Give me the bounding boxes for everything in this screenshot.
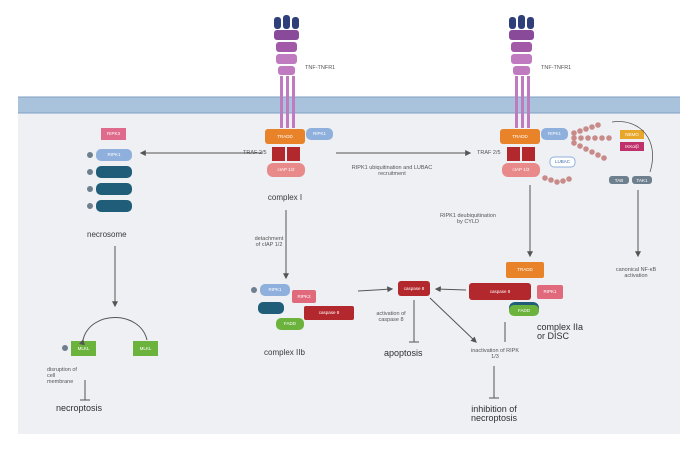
necroptosis-label: necroptosis (56, 403, 103, 413)
label-iia-fadd: FADD (517, 308, 530, 313)
receptor-left (274, 15, 299, 128)
label-ripk3-necrosome: RIPK3 (106, 131, 120, 136)
inhibition-label: inhibition of necroptosis (470, 404, 518, 424)
label-mlkl-right: MLKL (139, 346, 152, 351)
label-ripk1-right: RIPK1 (547, 131, 561, 136)
complex-iib (251, 284, 354, 330)
label-ripk1-left: RIPK1 (312, 131, 326, 136)
complex-i-right (500, 128, 652, 184)
necrosome-label: necrosome (87, 230, 127, 239)
detachment-label: detachment of cIAP 1/2 (254, 236, 284, 248)
disruption-label: disruption of cell membrane (47, 367, 77, 385)
label-iia-tradd: TRADD (517, 267, 533, 272)
traf-left-label: TRAF 2/5 (243, 150, 267, 156)
label-ikk: IKKα/β (625, 144, 639, 149)
traf-right-label: TRAF 2/5 (477, 150, 501, 156)
deubiquitination-label: RIPK1 deubiquitination by CYLD (440, 213, 496, 225)
mlkl-pair (62, 317, 158, 356)
complex-iia (469, 262, 563, 316)
label-ciap-left: cIAP 1/2 (277, 167, 295, 172)
label-iib-caspase: caspase 8 (318, 310, 340, 315)
caspase-activation-label: activation of caspase 8 (376, 311, 406, 323)
arrow-iia-to-caspase (434, 286, 467, 293)
label-nemo: NEMO (625, 132, 639, 137)
complex-iia-label: complex IIa or DISC (537, 322, 584, 342)
active-caspase-8 (398, 281, 430, 296)
label-tak: TAK1 (636, 178, 648, 183)
label-iia-caspase: caspase 8 (489, 289, 511, 294)
apoptosis-label: apoptosis (384, 348, 423, 358)
inactivation-label: inactivation of RIPK 1/3 (471, 348, 519, 360)
receptor-right-label: TNF-TNFR1 (541, 65, 572, 71)
necrosome (87, 128, 132, 212)
label-iia-ripk1: RIPK1 (543, 289, 557, 294)
nemo-link-line (611, 121, 653, 173)
label-tab: TAB (614, 178, 624, 183)
arrow-to-inactivation (429, 297, 477, 343)
receptor-left-label: TNF-TNFR1 (305, 65, 336, 71)
complex-iib-label: complex IIb (264, 348, 305, 357)
label-ciap-right: cIAP 1/2 (512, 167, 530, 172)
label-active-caspase: caspase 8 (403, 286, 425, 291)
mlkl-curved-arrow (78, 317, 148, 346)
ubiquitin-chains (542, 122, 612, 185)
label-ripk1-necrosome: RIPK1 (107, 152, 121, 157)
cell-membrane (18, 97, 680, 113)
ubiquitination-label: RIPK1 ubiquitination and LUBAC recruitme… (351, 165, 433, 177)
complex-i-label: complex I (267, 193, 303, 202)
label-iib-ripk1: RIPK1 (268, 287, 282, 292)
label-iib-ripk3: RIPK3 (297, 294, 311, 299)
receptor-right (509, 15, 534, 128)
label-tradd-right: TRADD (512, 134, 528, 139)
label-lubac: LUBAC (554, 159, 570, 164)
label-iib-fadd: FADD (283, 321, 296, 326)
label-tradd-left: TRADD (277, 134, 293, 139)
canonical-nfkb-label: canonical NF-κB activation (615, 267, 657, 279)
label-mlkl-left: MLKL (77, 346, 90, 351)
arrow-iib-to-caspase (357, 286, 394, 293)
complex-i (265, 128, 333, 177)
